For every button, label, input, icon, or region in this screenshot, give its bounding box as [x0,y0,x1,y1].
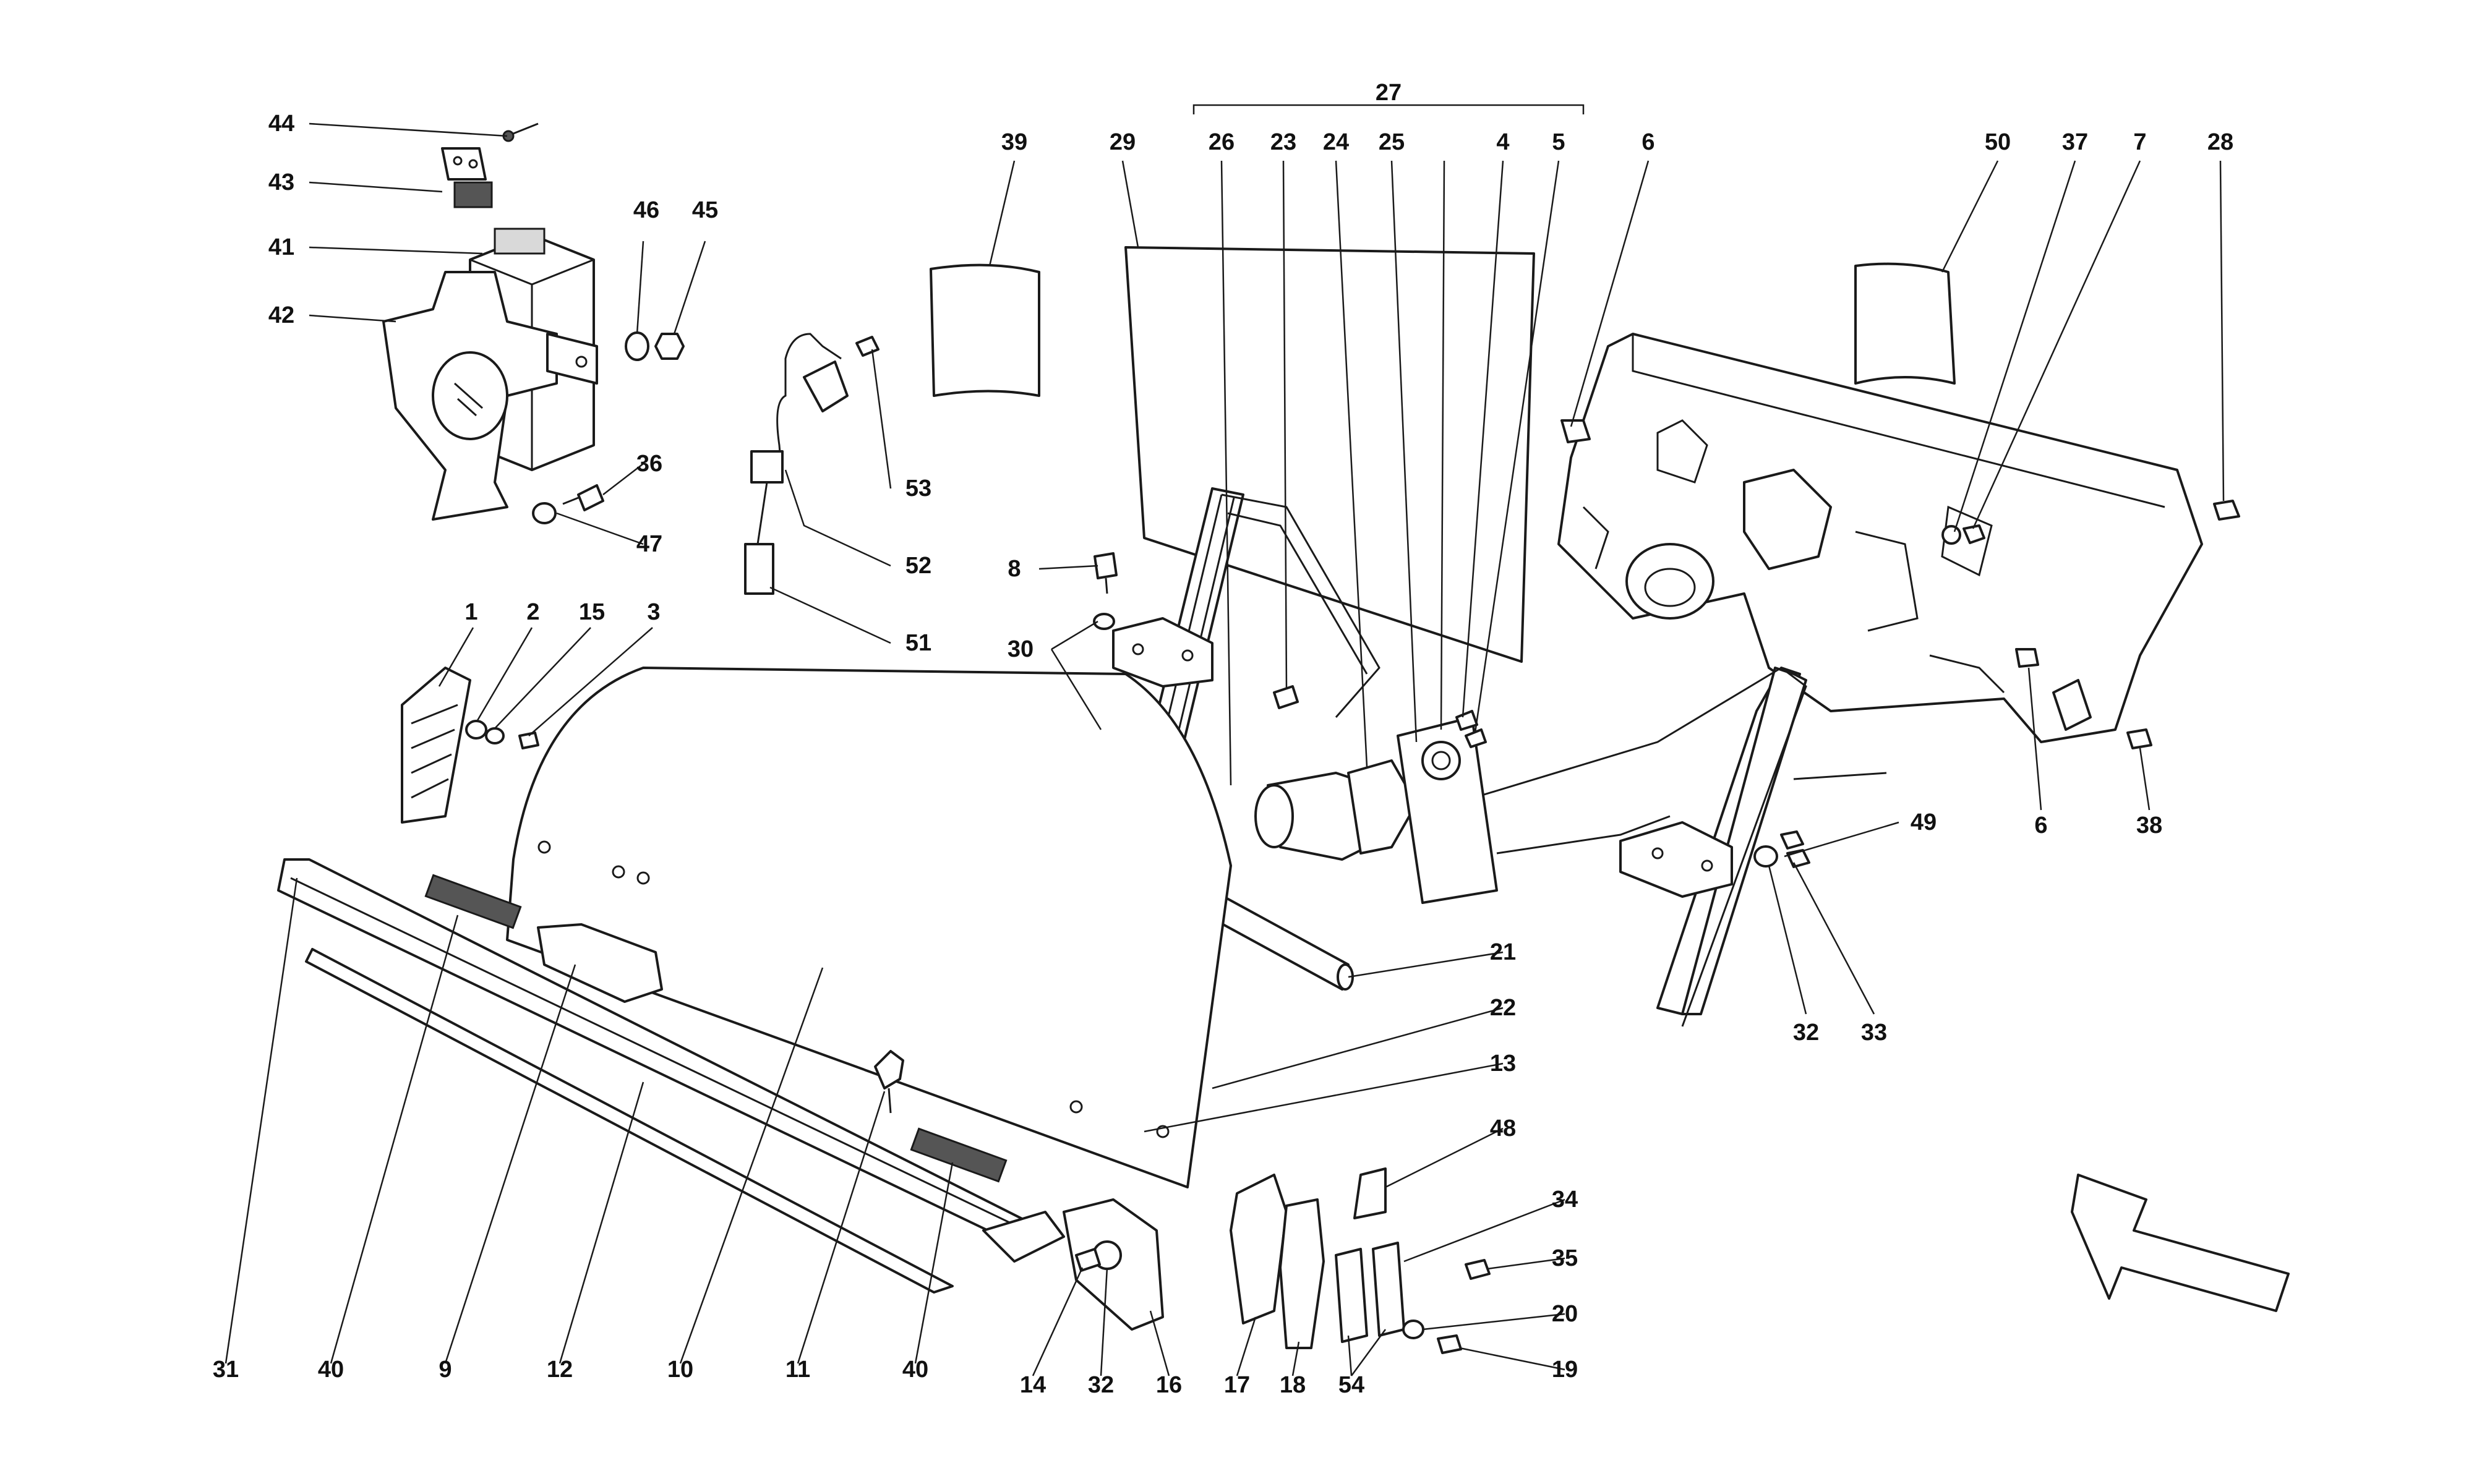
callout-6-top: 6 [1641,129,1654,155]
pad-50 [1854,262,1956,385]
callout-16: 16 [1156,1372,1182,1398]
callout-2: 2 [526,599,539,625]
pad-39 [930,263,1040,397]
callout-9: 9 [439,1357,452,1383]
callout-39: 39 [1001,129,1027,155]
door-inner-panel [1557,333,2240,749]
callout-6-right: 6 [2034,812,2047,838]
callout-50: 50 [1985,129,2011,155]
callout-43: 43 [268,169,294,195]
callout-4: 4 [1496,129,1509,155]
callout-32-bottom: 32 [1088,1372,1114,1398]
callout-20: 20 [1552,1301,1578,1327]
callout-11: 11 [785,1357,810,1383]
callout-41: 41 [268,234,294,260]
harness-group [744,333,880,595]
arrow-icon [2071,1174,2290,1312]
callout-33: 33 [1861,1020,1887,1046]
callout-46: 46 [633,197,659,223]
callout-36: 36 [636,451,662,477]
callout-22: 22 [1490,995,1516,1021]
callout-8: 8 [1008,556,1021,582]
callout-48: 48 [1490,1115,1516,1141]
callout-53: 53 [905,475,931,501]
callout-29: 29 [1110,129,1136,155]
callout-30: 30 [1008,636,1034,662]
callout-25: 25 [1379,129,1405,155]
callout-40-left: 40 [318,1357,344,1383]
callout-19: 19 [1552,1357,1578,1383]
callout-40-right: 40 [902,1357,928,1383]
callout-34: 34 [1552,1187,1578,1213]
leader-lines [225,104,2225,1376]
callout-3: 3 [647,599,660,625]
callout-45: 45 [692,197,718,223]
callout-1: 1 [464,599,477,625]
callout-15: 15 [579,599,605,625]
callout-44: 44 [268,111,294,137]
door-glass-10 [506,667,1232,1188]
callout-37: 37 [2062,129,2088,155]
callout-7: 7 [2133,129,2146,155]
front-guide-group [401,667,539,824]
callout-17: 17 [1224,1372,1250,1398]
lower-channel-group [277,858,1065,1294]
callout-31: 31 [213,1357,239,1383]
callout-42: 42 [268,302,294,328]
callout-27: 27 [1376,80,1402,106]
callout-21: 21 [1490,939,1516,965]
callout-labels: 44 43 41 42 46 45 36 47 53 52 51 1 2 15 … [213,80,2233,1398]
control-unit-group [382,122,685,524]
callout-10: 10 [667,1357,693,1383]
callout-52: 52 [905,553,931,579]
lower-bracket-group [1063,1167,1491,1354]
callout-47: 47 [636,531,662,557]
callout-13: 13 [1490,1051,1516,1077]
callout-49: 49 [1911,809,1937,835]
callout-51: 51 [905,630,931,656]
callout-23: 23 [1270,129,1296,155]
callout-26: 26 [1209,129,1235,155]
callout-35: 35 [1552,1245,1578,1271]
callout-38: 38 [2136,812,2162,838]
callout-12: 12 [547,1357,573,1383]
regulator-group [1093,487,1887,1027]
callout-18: 18 [1280,1372,1306,1398]
callout-14: 14 [1020,1372,1046,1398]
callout-24: 24 [1323,129,1349,155]
callout-28: 28 [2207,129,2233,155]
callout-5: 5 [1552,129,1565,155]
callout-32-right: 32 [1793,1020,1819,1046]
callout-54: 54 [1338,1372,1364,1398]
